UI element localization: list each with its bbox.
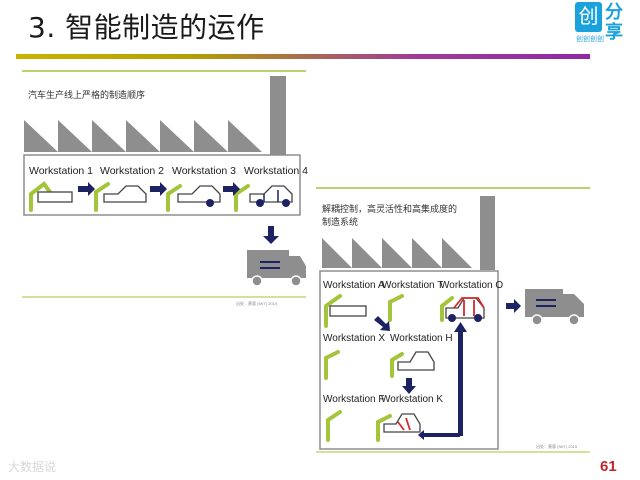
station-3-label: Workstation 3 — [172, 165, 236, 177]
car-red-frames — [397, 297, 485, 431]
truck-icon-1 — [247, 250, 306, 287]
station-4-label: Workstation 4 — [244, 165, 308, 177]
panel-2-source: 出处：黄蓉 (IWT) 2015 — [536, 443, 578, 449]
panel-2: 解耦控制，高灵活性和高集成度的 制造系统 Workstation A Works… — [316, 187, 590, 453]
page-title: 3. 智能制造的运作 — [28, 11, 265, 44]
panel-1: 汽车生产线上严格的制造顺序 Workstation 1 Workstation … — [22, 70, 308, 306]
page-number: 61 — [600, 458, 617, 475]
car-frame-lines-1 — [263, 190, 279, 202]
car-stages-1 — [37, 185, 293, 203]
manufacturing-diagram: 汽车生产线上严格的制造顺序 Workstation 1 Workstation … — [22, 70, 590, 453]
logo-line2: 享 — [605, 22, 623, 42]
station-t-label: Workstation T — [382, 280, 443, 291]
station-f-label: Workstation F — [323, 394, 385, 405]
factory-roof-2 — [322, 196, 495, 270]
station-o-label: Workstation O — [440, 280, 503, 291]
station-1-label: Workstation 1 — [29, 165, 93, 177]
robot-arms-2 — [324, 294, 454, 442]
panel-1-caption: 汽车生产线上严格的制造顺序 — [28, 89, 145, 100]
logo-line1: 分 — [605, 2, 623, 22]
panel-2-caption-line2: 制造系统 — [322, 216, 358, 227]
logo-sub: 创创创创 — [576, 36, 604, 43]
station-x-label: Workstation X — [323, 333, 385, 344]
flow-arrows-1 — [78, 182, 279, 244]
panel-1-source: 出处：黄蓉 (IWT) 2015 — [236, 300, 278, 306]
robot-arms-1 — [29, 181, 250, 212]
watermark: 大数据说 — [8, 460, 57, 474]
station-2-label: Workstation 2 — [100, 165, 164, 177]
car-wheels-1 — [206, 199, 290, 207]
panel-2-caption-line1: 解耦控制，高灵活性和高集成度的 — [322, 203, 457, 214]
factory-roof-1 — [24, 76, 286, 156]
station-k-label: Workstation K — [381, 394, 443, 405]
logo: 创 分 享 创创创创 — [575, 2, 633, 48]
station-h-label: Workstation H — [390, 333, 453, 344]
flow-arrows-2 — [374, 299, 521, 440]
car-wheels-2 — [448, 314, 482, 322]
title-divider — [16, 54, 590, 59]
station-a-label: Workstation A — [323, 280, 385, 291]
logo-big-char: 创 — [575, 2, 602, 32]
truck-icon-2 — [525, 289, 584, 326]
